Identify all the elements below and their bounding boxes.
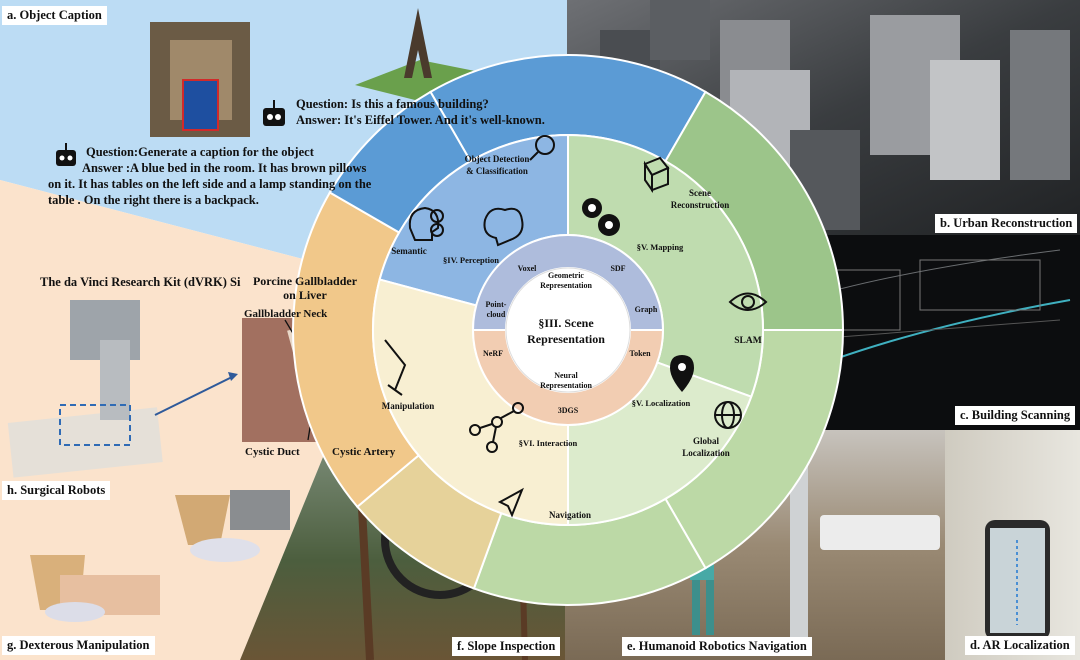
globe-icon	[714, 401, 742, 429]
q2-line: Question:Generate a caption for the obje…	[86, 145, 314, 159]
dvrk-robot-image	[7, 300, 238, 478]
wrench-icon	[384, 339, 407, 396]
slam-label: SLAM	[734, 336, 761, 346]
voxel-label: Voxel	[518, 264, 538, 273]
geometric-label-line2: Representation	[540, 281, 592, 290]
wheel-labels: §III. Scene Representation Geometric Rep…	[382, 154, 762, 520]
scene-recon-label-line2: Reconstruction	[671, 200, 730, 210]
pointcloud-label-line2: cloud	[487, 310, 506, 319]
panel-h-label: h. Surgical Robots	[2, 481, 111, 500]
dvrk-title: The da Vinci Research Kit (dVRK) Si	[40, 275, 241, 289]
duct-label: Cystic Duct	[245, 446, 300, 458]
mapping-label: §V. Mapping	[637, 242, 684, 252]
panel-g-label: g. Dexterous Manipulation	[2, 636, 155, 655]
caption-qa: Question:Generate a caption for the obje…	[48, 144, 371, 208]
robot-icon-2	[56, 143, 76, 166]
pointcloud-label-line1: Point-	[486, 300, 507, 309]
a2-line3: table . On the right there is a backpack…	[48, 193, 259, 207]
specimen-line1: Porcine Gallbladder	[252, 274, 358, 288]
perception-label: §IV. Perception	[443, 255, 499, 265]
center-label-line1: §III. Scene	[538, 316, 594, 330]
artery-label: Cystic Artery	[332, 446, 396, 458]
navigation-label: Navigation	[549, 510, 591, 520]
panel-c-label: c. Building Scanning	[955, 406, 1076, 425]
geometric-label-line1: Geometric	[548, 271, 584, 280]
panel-b-label: b. Urban Reconstruction	[935, 214, 1078, 233]
token-label: Token	[629, 349, 651, 358]
ar-phone	[985, 520, 1050, 640]
panel-e-label: e. Humanoid Robotics Navigation	[622, 637, 812, 656]
eye-icon	[728, 292, 768, 311]
cube-icon	[643, 156, 670, 194]
magnifier-icon	[529, 135, 555, 161]
navigation-arrow-icon	[497, 487, 524, 518]
global-loc-label-line1: Global	[693, 436, 720, 446]
robot-icon	[263, 100, 285, 126]
panel-d-label: d. AR Localization	[965, 636, 1075, 655]
localization-label: §V. Localization	[632, 398, 691, 408]
graph-label: Graph	[635, 305, 658, 314]
a1-text: It's Eiffel Tower. And it's well-known.	[341, 113, 545, 127]
wheel-icons	[384, 135, 768, 518]
eiffel-qa: Question: Is this a famous building? Ans…	[296, 96, 545, 128]
center-label-line2: Representation	[527, 332, 605, 346]
nerf-label: NeRF	[483, 349, 503, 358]
brain-icon	[483, 207, 524, 247]
q1-label: Question:	[296, 97, 349, 111]
head-icon	[408, 206, 444, 241]
panel-a-label: a. Object Caption	[2, 6, 107, 25]
neural-label-line2: Representation	[540, 381, 592, 390]
taxonomy-wheel	[292, 54, 845, 606]
neck-label: Gallbladder Neck	[244, 308, 328, 320]
panel-f-label: f. Slope Inspection	[452, 637, 561, 656]
gears-icon	[582, 198, 620, 236]
neural-label-line1: Neural	[554, 371, 578, 380]
object-detection-label-line2: & Classification	[466, 166, 528, 176]
specimen-title: Porcine Gallbladder on Liver	[250, 274, 360, 302]
q1-text: Is this a famous building?	[348, 97, 489, 111]
object-detection-label-line1: Object Detection	[465, 154, 530, 164]
scene-recon-label-line1: Scene	[689, 188, 711, 198]
specimen-line2: on Liver	[283, 288, 327, 302]
a2-line1: Answer :A blue bed in the room. It has b…	[82, 161, 367, 175]
sdf-label: SDF	[610, 264, 625, 273]
room-scan-image	[150, 22, 250, 137]
a1-label: Answer:	[296, 113, 342, 127]
molecule-icon	[469, 402, 524, 453]
eiffel-tower-image	[355, 8, 480, 100]
center-disc	[505, 267, 631, 393]
global-loc-label-line2: Localization	[682, 448, 730, 458]
interaction-label: §VI. Interaction	[519, 438, 578, 448]
pin-icon	[670, 355, 694, 392]
3dgs-label: 3DGS	[558, 406, 579, 415]
a2-line2: on it. It has tables on the left side an…	[48, 177, 372, 191]
dexterous-cup-image	[30, 490, 290, 622]
semantic-label: Semantic	[391, 246, 427, 256]
manipulation-label: Manipulation	[382, 401, 435, 411]
